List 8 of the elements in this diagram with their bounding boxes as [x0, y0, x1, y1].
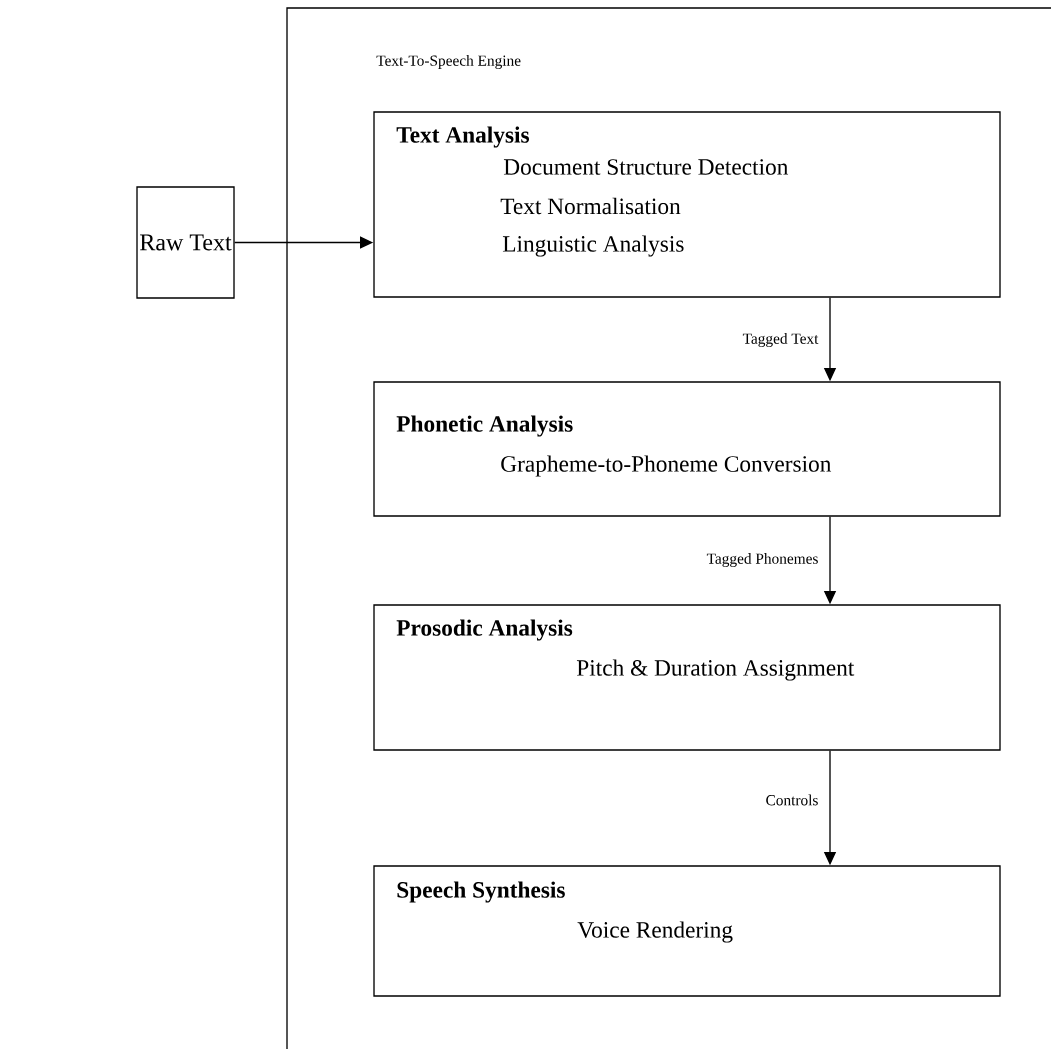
process-box: Text Analysis Document Structure Detection Text Normalisation Linguistic Analysis [373, 111, 1001, 298]
edge-label: Tagged Phonemes [705, 551, 820, 569]
edge-label: Tagged Text [741, 331, 820, 349]
edge-label: Controls [764, 793, 820, 807]
process-box: Prosodic Analysis Pitch & Duration Assignment [373, 604, 1001, 751]
process-box: Phonetic Analysis Grapheme-to-Phoneme Conversion [373, 381, 1001, 517]
input-box: Raw Text [136, 186, 235, 299]
process-box: Speech Synthesis Voice Rendering [373, 865, 1001, 997]
